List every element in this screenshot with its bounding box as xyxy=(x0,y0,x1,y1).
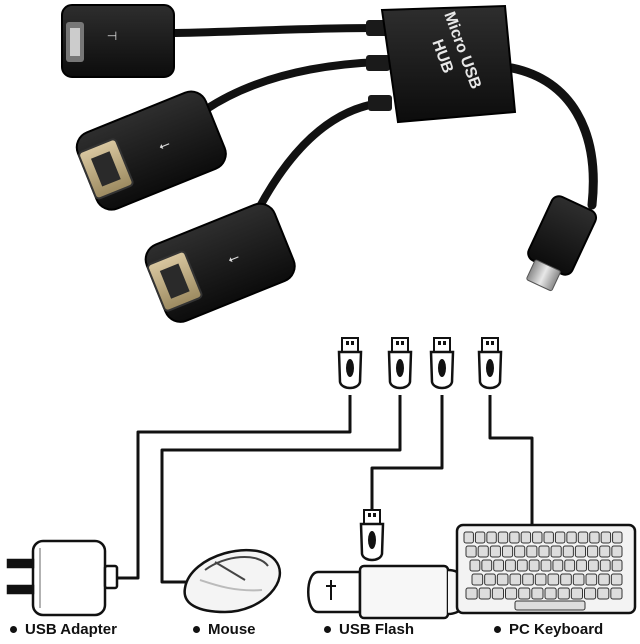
keyboard-key xyxy=(516,559,528,572)
device-label-text: Mouse xyxy=(208,621,256,638)
keyboard-key xyxy=(572,573,585,586)
keyboard-key xyxy=(550,545,562,558)
keyboard-key xyxy=(522,573,534,586)
keyboard-key xyxy=(584,587,597,600)
keyboard-key xyxy=(597,587,610,600)
hub-strain-reliefs xyxy=(366,20,392,111)
keyboard-key xyxy=(486,531,497,544)
keyboard-key xyxy=(520,531,532,544)
keyboard-key xyxy=(557,587,570,600)
usb-plug-icon xyxy=(387,337,413,390)
keyboard-key xyxy=(505,587,518,600)
keyboard-key xyxy=(562,545,574,558)
keyboard-key xyxy=(552,559,564,572)
keyboard-key xyxy=(481,559,493,572)
device-label-text: USB Flash xyxy=(339,621,415,638)
keyboard-key xyxy=(501,545,514,558)
keyboard-key xyxy=(540,559,552,572)
keyboard-key xyxy=(528,559,540,572)
keyboard-key xyxy=(526,545,538,558)
usb-female-port-1: ⭠ xyxy=(75,90,227,211)
micro-usb-icon: ⊣ xyxy=(107,29,117,43)
usb-plug-icon xyxy=(337,337,363,390)
keyboard-key xyxy=(465,587,478,600)
device-label-text: PC Keyboard xyxy=(509,621,604,638)
keyboard-key xyxy=(574,545,587,558)
keyboard-key xyxy=(564,559,576,572)
mouse-drawing xyxy=(183,548,282,614)
keyboard-key xyxy=(599,545,611,558)
keyboard-key xyxy=(534,573,547,586)
keyboard-key xyxy=(560,573,572,586)
usb-plug-icon xyxy=(429,337,455,390)
keyboard-key xyxy=(463,531,474,544)
keyboard-key xyxy=(566,531,577,544)
keyboard-key xyxy=(585,573,598,586)
bullet-icon xyxy=(193,626,200,633)
keyboard-key xyxy=(610,573,623,586)
usb-female-port-2: ⭠ xyxy=(144,202,296,323)
usb-icon: ⭠ xyxy=(156,136,172,155)
hub-cables xyxy=(171,24,598,214)
keyboard-key xyxy=(531,587,544,600)
diagram-wires xyxy=(116,395,534,584)
keyboard-key xyxy=(599,559,611,572)
device-label-mouse: Mouse xyxy=(193,621,256,638)
keyboard-key xyxy=(514,545,526,558)
usb-icon: ⭠ xyxy=(225,249,241,268)
keyboard-key xyxy=(532,531,543,544)
keyboard-key xyxy=(478,587,491,600)
keyboard-key xyxy=(576,559,587,572)
diagram-usb-plugs xyxy=(337,337,503,562)
keyboard-spacebar xyxy=(514,600,586,611)
device-label-pc-keyboard: PC Keyboard xyxy=(494,621,603,638)
usb-plug-icon xyxy=(477,337,503,390)
bullet-icon xyxy=(324,626,331,633)
keyboard-key xyxy=(489,545,501,558)
keyboard-key xyxy=(474,531,486,544)
keyboard-key xyxy=(587,545,599,558)
keyboard-key xyxy=(577,531,589,544)
pc-keyboard-drawing xyxy=(455,523,637,615)
keyboard-key xyxy=(544,587,557,600)
micro-usb-female-port: ⊣ xyxy=(61,4,175,78)
keyboard-key xyxy=(477,545,489,558)
keyboard-key xyxy=(509,531,520,544)
keyboard-key xyxy=(471,573,484,586)
keyboard-key xyxy=(587,559,599,572)
micro-usb-male-plug xyxy=(526,195,598,292)
keyboard-key xyxy=(554,531,566,544)
keyboard-key xyxy=(570,587,583,600)
keyboard-key xyxy=(493,559,505,572)
bullet-icon xyxy=(10,626,17,633)
usb-adapter-drawing xyxy=(6,539,119,617)
keyboard-key xyxy=(518,587,531,600)
device-label-text: USB Adapter xyxy=(25,621,117,638)
device-label-usb-adapter: USB Adapter xyxy=(10,621,117,638)
keyboard-key xyxy=(491,587,505,600)
keyboard-key xyxy=(600,531,612,544)
usb-plug-icon xyxy=(359,509,385,562)
keyboard-key xyxy=(496,573,509,586)
keyboard-key xyxy=(484,573,496,586)
keyboard-key xyxy=(598,573,610,586)
keyboard-key xyxy=(611,545,623,558)
keyboard-key xyxy=(610,587,623,600)
bullet-icon xyxy=(494,626,501,633)
keyboard-key xyxy=(612,531,623,544)
keyboard-key xyxy=(497,531,509,544)
keyboard-key xyxy=(509,573,522,586)
usb-flash-drawing xyxy=(307,564,470,620)
keyboard-key xyxy=(547,573,560,586)
keyboard-key xyxy=(538,545,550,558)
micro-usb-hub-body: Micro USB HUB xyxy=(380,4,517,124)
device-label-usb-flash: USB Flash xyxy=(324,621,414,638)
keyboard-key xyxy=(543,531,554,544)
keyboard-key xyxy=(589,531,600,544)
keyboard-key xyxy=(465,545,477,558)
keyboard-key xyxy=(469,559,481,572)
keyboard-key xyxy=(611,559,623,572)
keyboard-key xyxy=(505,559,516,572)
